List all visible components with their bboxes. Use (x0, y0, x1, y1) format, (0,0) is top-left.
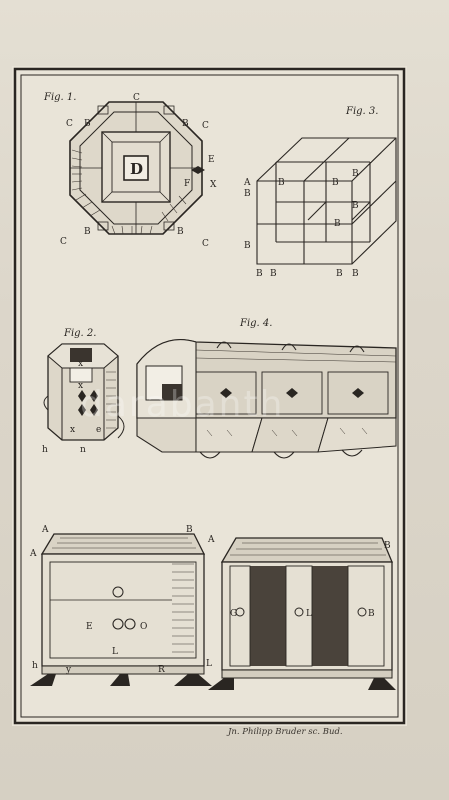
fig5-label-r: R (158, 665, 165, 675)
fig3-wireframe-box: Fig. 3. (256, 106, 397, 265)
fig5-label-a2: A (41, 525, 49, 535)
fig1-label-x: X (210, 180, 217, 190)
fig1-label-c-tl: C (66, 119, 73, 129)
fig6-hive-cabinet: A B G L B (207, 535, 396, 690)
fig2-title: Fig. 2. (63, 328, 96, 339)
fig1-label-b-tl: B (84, 119, 91, 129)
fig3-label-b7: B (244, 241, 251, 251)
fig5-label-l: L (112, 647, 118, 657)
fig3-label-b8: B (256, 269, 263, 279)
fig3-label-b10: B (336, 269, 343, 279)
fig6-label-b: B (384, 541, 391, 551)
fig1-octagon-hive: Fig. 1. D (43, 92, 217, 249)
fig2-octagon-perspective: Fig. 2. x x x (42, 328, 125, 455)
fig1-label-c-tr: C (202, 121, 209, 131)
fig3-label-b9: B (270, 269, 277, 279)
fig6-label-a: A (207, 535, 215, 545)
plate-illustration: Fig. 1. D (13, 67, 406, 725)
fig3-label-b3: B (332, 178, 339, 188)
fig5-label-o: O (140, 622, 147, 632)
fig3-label-b6: B (352, 201, 359, 211)
fig5-label-b: B (186, 525, 193, 535)
fig4-title: Fig. 4. (239, 318, 272, 329)
fig1-label-c-bl: C (60, 237, 67, 247)
fig2-label-n: n (80, 445, 86, 455)
fig3-label-a: A (243, 178, 251, 188)
fig5-hive-cabinet: A B A E O L y h R L (29, 525, 212, 686)
fig6-label-b2: B (368, 609, 375, 619)
fig2-label-x-low: x (70, 425, 75, 435)
fig2-label-h: h (42, 445, 48, 455)
fig5-label-l2: L (206, 659, 212, 669)
fig3-labels: A B B B B B B B B B B B (243, 169, 359, 279)
fig2-label-x-top: x (78, 359, 83, 369)
fig5-label-h: h (32, 661, 38, 671)
fig1-label-b-bl: B (84, 227, 91, 237)
fig6-label-g: G (230, 609, 237, 619)
fig4-long-hive: Fig. 4. (136, 318, 397, 459)
fig3-label-b5: B (334, 219, 341, 229)
fig3-label-b11: B (352, 269, 359, 279)
fig1-label-f: F (184, 179, 190, 189)
engraver-signature: Jn. Philipp Bruder sc. Bud. (228, 727, 343, 737)
fig1-label-b-br: B (177, 227, 184, 237)
fig6-label-l: L (306, 609, 312, 619)
fig2-label-x-mid: x (78, 381, 83, 391)
fig5-label-e: E (86, 622, 93, 632)
fig3-label-b2: B (278, 178, 285, 188)
fig1-label-b-tr: B (182, 119, 189, 129)
fig1-label-e: E (208, 155, 215, 165)
fig1-label-c-top: C (133, 93, 140, 103)
fig1-label-d: D (130, 160, 143, 178)
fig5-label-a: A (29, 549, 37, 559)
fig5-label-y: y (65, 665, 72, 675)
fig3-title: Fig. 3. (345, 106, 378, 117)
engraved-plate: Fig. 1. D (12, 66, 407, 726)
fig3-label-b1: B (244, 189, 251, 199)
fig2-label-e: e (96, 425, 101, 435)
fig1-label-c-br: C (202, 239, 209, 249)
watermark-text: darabanth (80, 384, 285, 425)
fig3-label-b4: B (352, 169, 359, 179)
fig1-title: Fig. 1. (43, 92, 76, 103)
